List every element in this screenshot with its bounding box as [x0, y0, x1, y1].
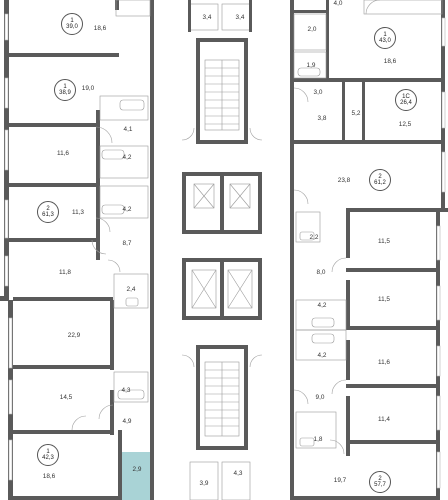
apartment-area: 57,7	[374, 482, 386, 488]
room-area: 18,6	[383, 57, 397, 65]
room-area: 2,4	[126, 285, 136, 293]
room-area: 4,3	[233, 469, 243, 477]
room-area: 22,9	[67, 331, 81, 339]
room-area: 11,6	[378, 358, 390, 366]
room-area: 4,1	[123, 125, 133, 133]
room-area: 12,5	[398, 120, 412, 128]
room-area: 4,2	[317, 301, 327, 309]
room-area: 18,6	[42, 472, 56, 480]
room-area: 3,4	[202, 13, 212, 21]
room-area: 11,6	[57, 149, 69, 157]
apartment-badge[interactable]: 1С 26,4	[395, 89, 417, 111]
room-area: 2,2	[309, 233, 319, 241]
room-area: 4,3	[121, 386, 131, 394]
room-area: 8,0	[316, 268, 326, 276]
room-area: 4,0	[333, 0, 343, 7]
apartment-badge[interactable]: 2 57,7	[369, 471, 391, 493]
apartment-area: 38,9	[59, 90, 71, 96]
room-area: 23,8	[337, 176, 351, 184]
apartment-type: 2	[378, 173, 382, 180]
apartment-type: 1С	[402, 93, 410, 100]
room-area: 2,9	[132, 465, 142, 473]
highlighted-unit[interactable]	[122, 452, 152, 500]
apartment-type: 1	[383, 31, 387, 38]
apartment-badge[interactable]: 2 61,2	[369, 169, 391, 191]
apartment-area: 43,0	[379, 38, 391, 44]
room-area: 4,2	[122, 205, 132, 213]
apartment-area: 42,3	[42, 455, 54, 461]
room-area: 9,0	[315, 393, 325, 401]
room-area: 1,8	[313, 435, 323, 443]
room-area: 1,9	[306, 61, 316, 69]
apartment-badge[interactable]: 2 61,3	[37, 201, 59, 223]
room-area: 4,2	[317, 351, 327, 359]
room-area: 14,5	[59, 393, 73, 401]
room-area: 18,6	[93, 24, 107, 32]
apartment-type: 1	[70, 17, 74, 24]
room-area: 3,4	[235, 13, 245, 21]
room-area: 11,8	[59, 268, 71, 276]
room-area: 2,0	[307, 25, 317, 33]
room-area: 8,7	[122, 239, 132, 247]
room-area: 4,9	[122, 417, 132, 425]
apartment-area: 26,4	[400, 100, 412, 106]
room-area: 3,9	[199, 479, 209, 487]
room-area: 3,8	[317, 114, 327, 122]
room-area: 11,3	[72, 208, 84, 216]
apartment-badge[interactable]: 1 42,3	[37, 444, 59, 466]
apartment-badge[interactable]: 1 38,9	[54, 79, 76, 101]
apartment-type: 2	[378, 475, 382, 482]
room-area: 4,2	[122, 153, 132, 161]
room-area: 19,7	[333, 476, 347, 484]
room-area: 11,5	[378, 237, 390, 245]
room-area: 11,5	[378, 295, 390, 303]
apartment-type: 1	[46, 448, 50, 455]
apartment-type: 1	[63, 83, 67, 90]
apartment-area: 39,0	[66, 24, 78, 30]
apartment-badge[interactable]: 1 39,0	[61, 13, 83, 35]
room-area: 5,2	[351, 109, 361, 117]
apartment-area: 61,2	[374, 180, 386, 186]
apartment-badge[interactable]: 1 43,0	[374, 27, 396, 49]
room-area: 19,0	[81, 84, 95, 92]
apartment-type: 2	[46, 205, 50, 212]
room-area: 3,0	[313, 88, 323, 96]
apartment-area: 61,3	[42, 212, 54, 218]
room-area: 11,4	[378, 415, 390, 423]
